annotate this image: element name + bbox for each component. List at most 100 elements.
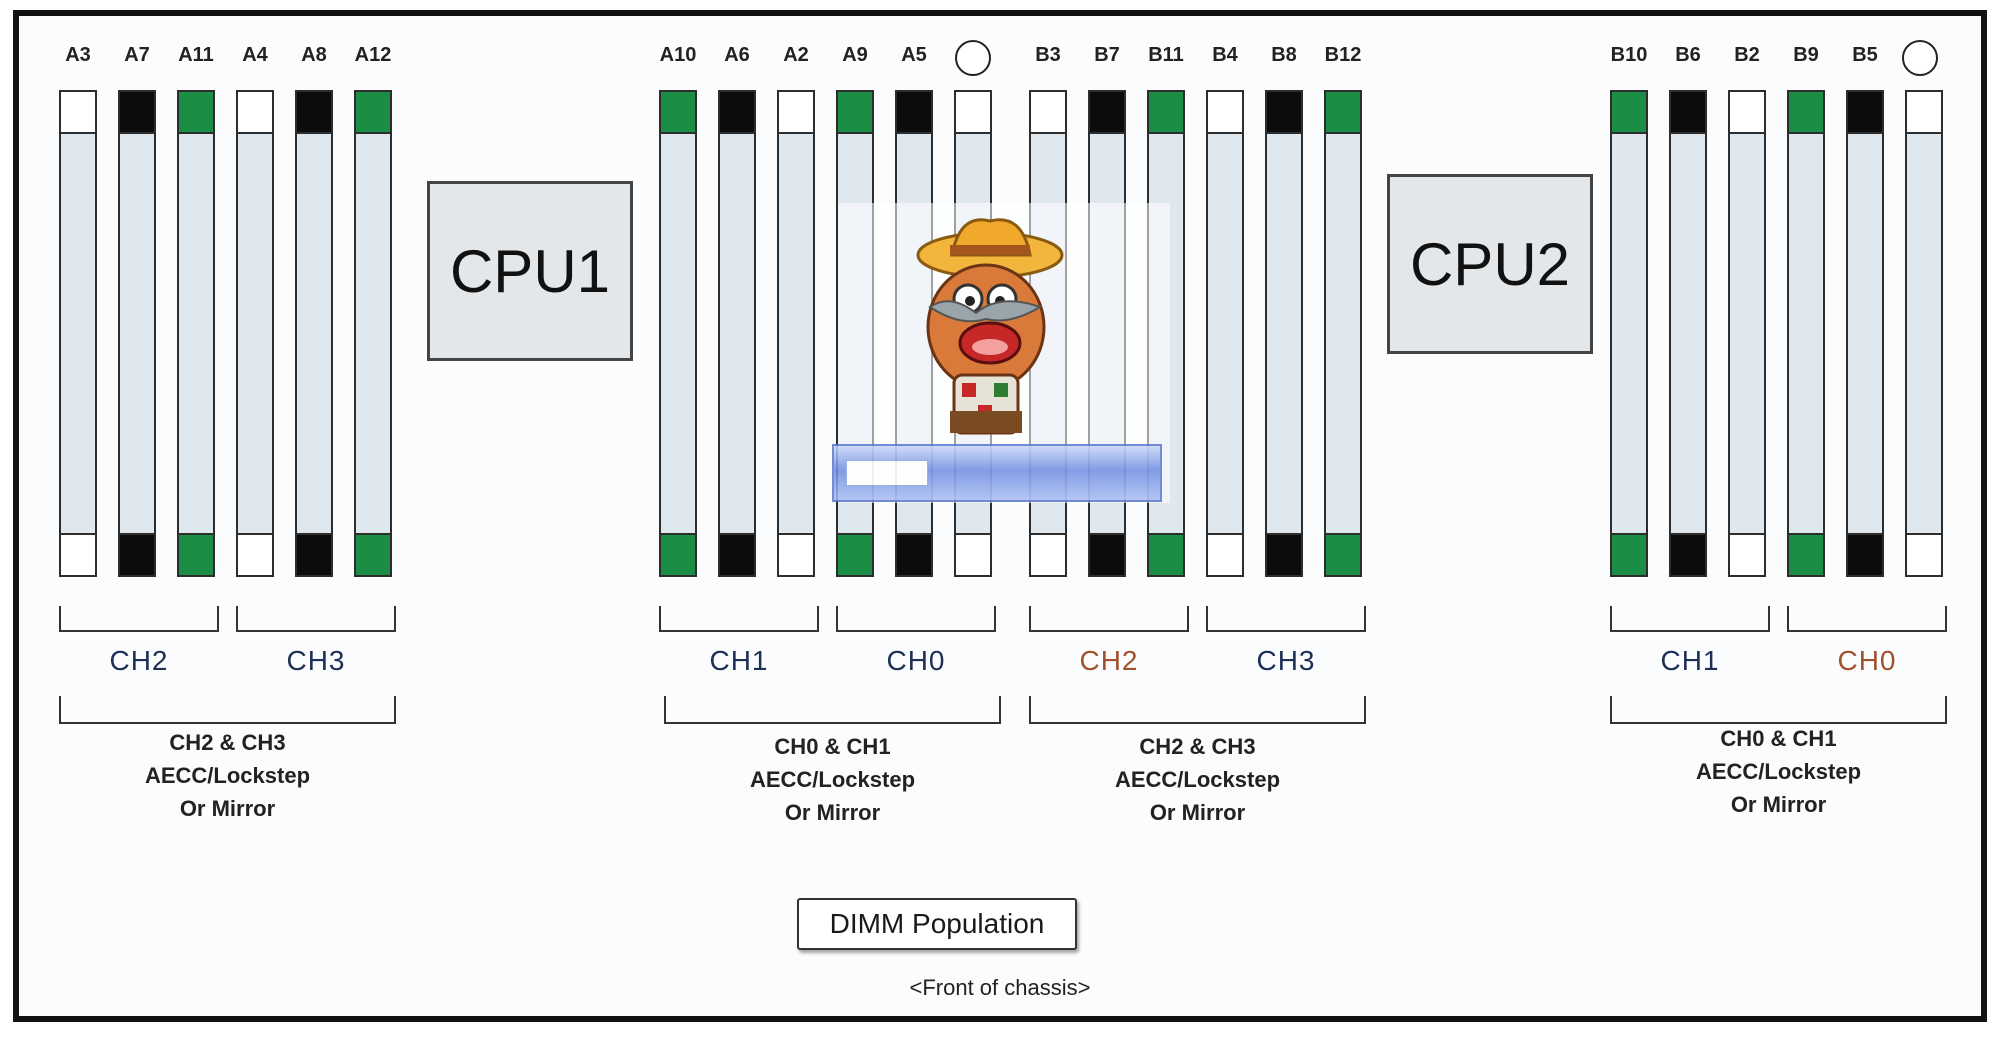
group-label-line: AECC/Lockstep bbox=[749, 767, 916, 792]
dimm-slot-latch-bottom bbox=[61, 533, 95, 575]
dimm-slot-label: B5 bbox=[1852, 44, 1878, 66]
cpu1-label: CPU1 bbox=[449, 237, 611, 305]
bracket-g2-a bbox=[659, 606, 819, 632]
dimm-slot-latch-top bbox=[1090, 92, 1124, 134]
dimm-slot-b10 bbox=[1610, 90, 1648, 577]
front-of-chassis-label: <Front of chassis> bbox=[909, 975, 1091, 1000]
group-label-line: AECC/Lockstep bbox=[1114, 767, 1281, 792]
group-label-line: CH0 & CH1 bbox=[774, 734, 891, 759]
dimm-slot-a4 bbox=[236, 90, 274, 577]
group-label-line: CH2 & CH3 bbox=[169, 730, 286, 755]
dimm-slot-label: A3 bbox=[65, 44, 91, 66]
channel-label: CH3 bbox=[286, 645, 346, 676]
dimm-slot-label: B12 bbox=[1324, 44, 1362, 66]
group-label-1: CH2 & CH3 AECC/Lockstep Or Mirror bbox=[59, 726, 396, 825]
dimm-slot-a10 bbox=[659, 90, 697, 577]
dimm-slot-label: B3 bbox=[1035, 44, 1061, 66]
dimm-slot-b8 bbox=[1265, 90, 1303, 577]
dimm-slot-latch-bottom bbox=[1326, 533, 1360, 575]
dimm-slot-latch-top bbox=[661, 92, 695, 134]
dimm-slot-latch-bottom bbox=[779, 533, 813, 575]
dimm-slot-b4 bbox=[1206, 90, 1244, 577]
dimm-slot-latch-bottom bbox=[1208, 533, 1242, 575]
dimm-slot-a11 bbox=[177, 90, 215, 577]
group-bracket-1 bbox=[59, 696, 396, 724]
dimm-slot-latch-bottom bbox=[1671, 533, 1705, 575]
dimm-slot-latch-top bbox=[1326, 92, 1360, 134]
dimm-slot-label: A4 bbox=[242, 44, 268, 66]
cpu2-label: CPU2 bbox=[1409, 230, 1571, 298]
dimm-slot-a3 bbox=[59, 90, 97, 577]
empty-slot-circle-cpu2 bbox=[1902, 40, 1938, 76]
dimm-slot-latch-top bbox=[356, 92, 390, 134]
dimm-slot-latch-top bbox=[1208, 92, 1242, 134]
dimm-slot-latch-top bbox=[238, 92, 272, 134]
dimm-slot-label: B4 bbox=[1212, 44, 1238, 66]
group-label-line: Or Mirror bbox=[1149, 800, 1246, 825]
cpu2-box: CPU2 bbox=[1387, 174, 1593, 354]
bracket-g1-b bbox=[236, 606, 396, 632]
legend-label: DIMM Population bbox=[829, 908, 1045, 939]
bracket-g1-a bbox=[59, 606, 219, 632]
group-label-line: Or Mirror bbox=[179, 796, 276, 821]
group-label-line: CH0 & CH1 bbox=[1720, 726, 1837, 751]
dimm-slot-a7 bbox=[118, 90, 156, 577]
dimm-slot-latch-top bbox=[1848, 92, 1882, 134]
dimm-slot-b6 bbox=[1669, 90, 1707, 577]
dimm-slot-label: A8 bbox=[301, 44, 327, 66]
group-label-line: CH2 & CH3 bbox=[1139, 734, 1256, 759]
dimm-slot-label: B9 bbox=[1793, 44, 1819, 66]
dimm-slot-latch-bottom bbox=[720, 533, 754, 575]
dimm-slot-latch-bottom bbox=[1267, 533, 1301, 575]
dimm-slot-latch-bottom bbox=[1612, 533, 1646, 575]
dimm-slot-latch-bottom bbox=[238, 533, 272, 575]
channel-label: CH2 bbox=[1079, 645, 1139, 676]
dimm-slot-b12 bbox=[1324, 90, 1362, 577]
dimm-slot-a8 bbox=[295, 90, 333, 577]
dimm-slot-a12 bbox=[354, 90, 392, 577]
bracket-g3-b bbox=[1206, 606, 1366, 632]
dimm-slot-latch-top bbox=[1730, 92, 1764, 134]
dimm-slot-latch-bottom bbox=[1848, 533, 1882, 575]
dimm-slot-label: A7 bbox=[124, 44, 150, 66]
dimm-slot-latch-bottom bbox=[1031, 533, 1065, 575]
dimm-slot-label: A9 bbox=[842, 44, 868, 66]
dimm-slot-label: B10 bbox=[1610, 44, 1648, 66]
dimm-slot-latch-bottom bbox=[120, 533, 154, 575]
overlay-input-field bbox=[846, 460, 928, 486]
dimm-slot-label: A2 bbox=[783, 44, 809, 66]
dimm-slot-a6 bbox=[718, 90, 756, 577]
dimm-slot-latch-bottom bbox=[661, 533, 695, 575]
dimm-slot-latch-top bbox=[838, 92, 872, 134]
dimm-slot-b2 bbox=[1728, 90, 1766, 577]
dimm-slot-latch-bottom bbox=[956, 533, 990, 575]
group-label-4: CH0 & CH1 AECC/Lockstep Or Mirror bbox=[1610, 722, 1947, 821]
bracket-g2-b bbox=[836, 606, 996, 632]
dimm-slot-latch-bottom bbox=[1730, 533, 1764, 575]
dimm-slot-latch-top bbox=[1907, 92, 1941, 134]
empty-slot-circle-cpu1 bbox=[955, 40, 991, 76]
dimm-population-legend[interactable]: DIMM Population bbox=[797, 898, 1077, 950]
dimm-slot-latch-bottom bbox=[297, 533, 331, 575]
group-label-2: CH0 & CH1 AECC/Lockstep Or Mirror bbox=[664, 730, 1001, 829]
dimm-slot-a2 bbox=[777, 90, 815, 577]
dimm-slot-latch-top bbox=[61, 92, 95, 134]
cowboy-mascot-icon bbox=[916, 218, 1064, 435]
dimm-slot-label: A12 bbox=[354, 44, 392, 66]
channel-label: CH1 bbox=[1660, 645, 1720, 676]
dimm-slot-latch-top bbox=[1149, 92, 1183, 134]
dimm-slot-latch-top bbox=[1789, 92, 1823, 134]
dimm-slot-label: B7 bbox=[1094, 44, 1120, 66]
group-label-line: AECC/Lockstep bbox=[144, 763, 311, 788]
dimm-slot-unused bbox=[1905, 90, 1943, 577]
dimm-slot-latch-top bbox=[1671, 92, 1705, 134]
group-bracket-4 bbox=[1610, 696, 1947, 724]
dimm-slot-latch-bottom bbox=[1789, 533, 1823, 575]
channel-label: CH3 bbox=[1256, 645, 1316, 676]
dimm-slot-latch-top bbox=[297, 92, 331, 134]
dimm-slot-label: B2 bbox=[1734, 44, 1760, 66]
dimm-slot-latch-bottom bbox=[1907, 533, 1941, 575]
dimm-slot-latch-bottom bbox=[356, 533, 390, 575]
channel-label: CH2 bbox=[109, 645, 169, 676]
dimm-slot-label: B11 bbox=[1148, 44, 1184, 66]
